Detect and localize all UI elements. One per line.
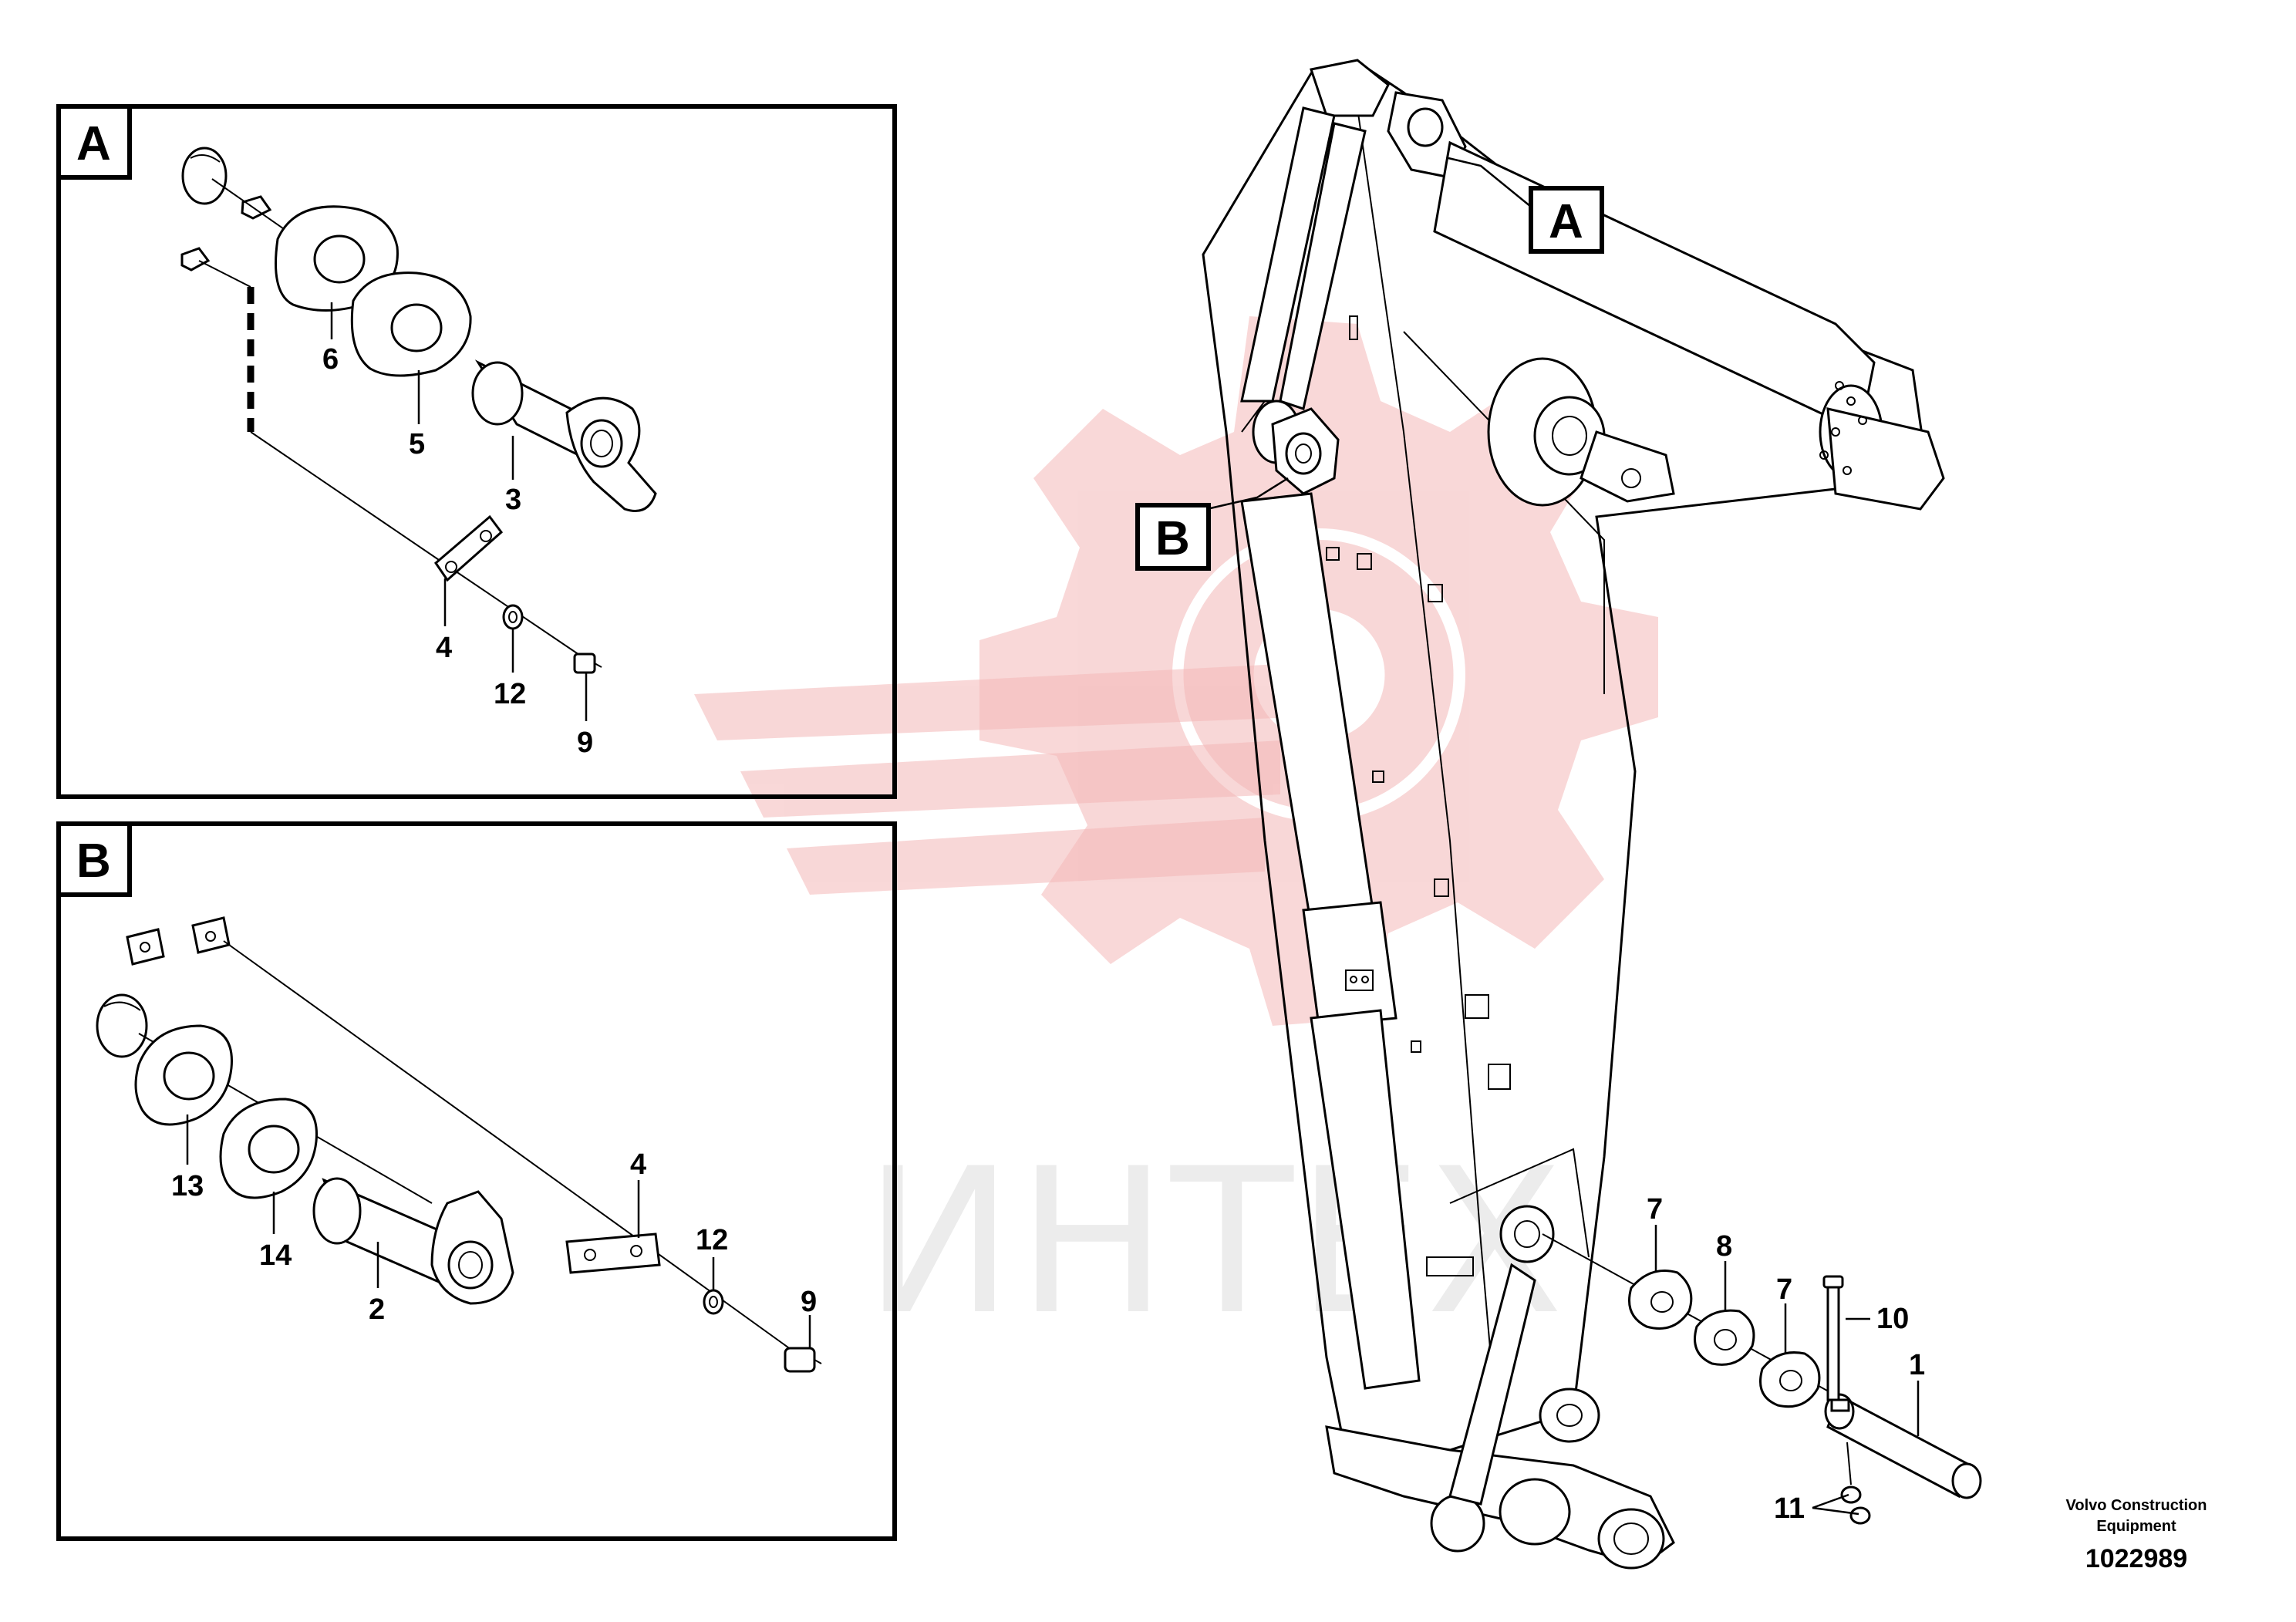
- boom-tag-a-letter: A: [1549, 195, 1583, 248]
- boom-tag-b: B: [1135, 477, 1289, 571]
- detail-frame-a: A: [56, 104, 897, 799]
- callout-main-nut-11: 11: [1774, 1492, 1805, 1525]
- frame-b-washer-14: [219, 1098, 318, 1199]
- boom-top-bracket: [1310, 59, 1467, 179]
- callout-b-pin-2: 2: [369, 1293, 385, 1326]
- callout-main-pin-1: 1: [1909, 1349, 1925, 1381]
- boom-lower-knuckle: [1325, 1205, 1675, 1570]
- boom-tag-a: A: [1448, 157, 1604, 254]
- caption-company-line2: Equipment: [2096, 1518, 2176, 1535]
- callout-main-washer-7-right: 7: [1776, 1273, 1792, 1306]
- frame-b-lock-plate-4: [565, 1233, 661, 1274]
- callout-a-washer-6: 6: [322, 343, 339, 376]
- frame-b-washer-12: [703, 1289, 724, 1315]
- boom-tag-b-letter: B: [1155, 512, 1190, 565]
- frame-b-pin-2: [312, 1177, 514, 1305]
- boom-washer-7-right: [1759, 1351, 1821, 1408]
- boom-washer-7-left: [1628, 1270, 1693, 1330]
- callout-a-lock-plate-4: 4: [436, 632, 452, 664]
- callout-main-bolt-10: 10: [1876, 1303, 1909, 1335]
- frame-a-washer-12: [502, 604, 524, 630]
- frame-a-bolt-9: [573, 653, 602, 674]
- callout-b-washer-14: 14: [259, 1239, 292, 1272]
- boom-nut-11: [1840, 1442, 1871, 1525]
- frame-b-nut-left: [126, 928, 165, 966]
- boom-pivot-disk: [1487, 357, 1675, 507]
- boom-eye-b: [1271, 407, 1340, 495]
- frame-b-end-cap: [96, 993, 148, 1058]
- callout-a-washer-5: 5: [409, 428, 425, 460]
- frame-b-letter: B: [76, 835, 111, 888]
- callout-a-pin-3: 3: [505, 484, 521, 516]
- frame-a-letter: A: [76, 117, 111, 170]
- callout-a-bolt-9: 9: [577, 727, 593, 759]
- callout-b-lock-plate-4: 4: [630, 1148, 646, 1181]
- callout-main-washer-8: 8: [1716, 1230, 1732, 1263]
- caption-document-number: 1022989: [2085, 1544, 2187, 1573]
- boom-pin-1: [1824, 1393, 1982, 1499]
- callout-b-bolt-9: 9: [801, 1286, 817, 1318]
- frame-a-nut-left: [180, 247, 211, 271]
- callout-main-washer-7-left: 7: [1647, 1193, 1663, 1226]
- caption-block: Volvo Construction Equipment 1022989: [2066, 1497, 2207, 1573]
- frame-a-lock-plate-4: [434, 514, 504, 582]
- frame-b-bolt-9: [784, 1347, 822, 1373]
- detail-frame-b: B: [56, 821, 897, 1541]
- callout-a-washer-12: 12: [494, 678, 526, 710]
- boom-washer-8: [1694, 1309, 1755, 1366]
- frame-a-end-cap: [181, 147, 228, 205]
- frame-a-pin-3: [471, 359, 657, 512]
- callout-b-washer-12: 12: [696, 1224, 728, 1256]
- boom-main-cylinder: [1240, 492, 1421, 1390]
- frame-b-nut-right: [191, 916, 231, 954]
- frame-a-nut-top: [241, 195, 272, 220]
- cylinder-bolt-ring: [1819, 381, 1867, 475]
- boom-bolt-10: [1822, 1275, 1844, 1401]
- frame-b-washer-13: [134, 1024, 233, 1126]
- boom-assembly: A B: [1135, 59, 1982, 1570]
- watermark-text: ИНТЕХ: [864, 1126, 1566, 1359]
- boom-small-plates: [1326, 315, 1511, 1276]
- frame-a-washer-5: [350, 271, 472, 377]
- frame-b-guide-line: [223, 940, 803, 1358]
- caption-company-line1: Volvo Construction: [2066, 1497, 2207, 1514]
- watermark-stripes: [694, 663, 1296, 895]
- callout-b-washer-13: 13: [171, 1170, 204, 1202]
